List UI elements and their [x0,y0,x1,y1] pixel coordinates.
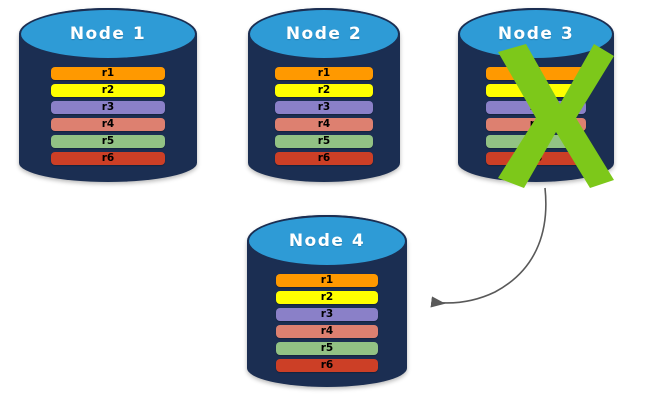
row-bar[interactable]: r2 [275,84,373,97]
row-bar[interactable]: r5 [275,342,379,355]
row-bar[interactable]: r2 [275,291,379,304]
row-bar[interactable]: r2 [51,84,165,97]
replication-arrow-path [430,187,547,308]
node-4-rows: r1 r2 r3 r4 r5 r6 [275,274,379,372]
node-1-label: Node 1 [69,24,147,44]
row-bar[interactable]: r6 [275,152,373,165]
node-3[interactable]: Node 3 r1 r2 r3 r4 r5 r6 [458,8,614,182]
node-4[interactable]: Node 4 r1 r2 r3 r4 r5 r6 [247,215,407,387]
node-2-label: Node 2 [285,24,363,44]
row-bar[interactable]: r4 [275,118,373,131]
row-bar[interactable]: r1 [275,274,379,287]
row-bar[interactable]: r5 [275,135,373,148]
node-2[interactable]: Node 2 r1 r2 r3 r4 r5 r6 [248,8,400,182]
node-3-rows: r1 r2 r3 r4 r5 r6 [486,67,586,165]
row-bar[interactable]: r1 [275,67,373,80]
row-bar[interactable]: r5 [51,135,165,148]
node-2-rows: r1 r2 r3 r4 r5 r6 [275,67,373,165]
row-bar[interactable]: r3 [275,101,373,114]
node-2-cylinder-top [248,8,400,60]
node-1-cylinder-top [19,8,197,60]
row-bar[interactable]: r2 [486,84,586,97]
row-bar[interactable]: r1 [486,67,586,80]
node-4-label: Node 4 [288,231,366,251]
node-1-rows: r1 r2 r3 r4 r5 r6 [51,67,165,165]
row-bar[interactable]: r6 [486,152,586,165]
row-bar[interactable]: r4 [486,118,586,131]
row-bar[interactable]: r6 [275,359,379,372]
row-bar[interactable]: r3 [486,101,586,114]
row-bar[interactable]: r1 [51,67,165,80]
node-4-cylinder-top [247,215,407,267]
row-bar[interactable]: r3 [51,101,165,114]
row-bar[interactable]: r4 [51,118,165,131]
row-bar[interactable]: r6 [51,152,165,165]
node-1[interactable]: Node 1 r1 r2 r3 r4 r5 r6 [19,8,197,182]
row-bar[interactable]: r4 [275,325,379,338]
node-3-label: Node 3 [497,24,575,44]
row-bar[interactable]: r3 [275,308,379,321]
row-bar[interactable]: r5 [486,135,586,148]
